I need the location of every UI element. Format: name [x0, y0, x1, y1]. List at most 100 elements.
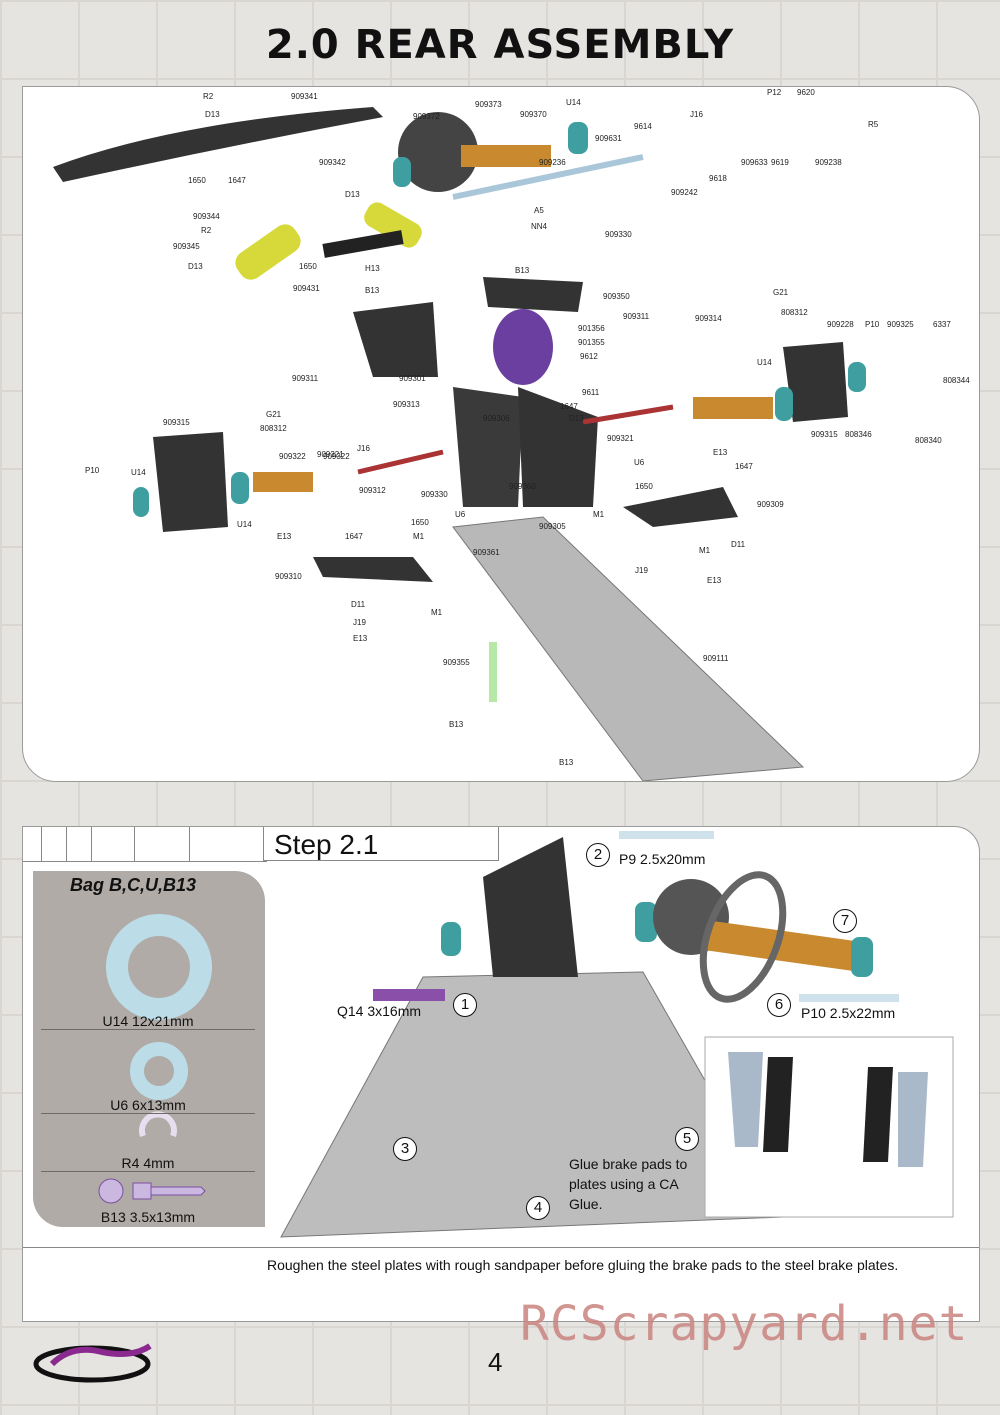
- bulkhead-part: [483, 837, 578, 977]
- e-clip-r4-icon: [139, 1111, 177, 1138]
- part-label: 909236: [539, 158, 566, 167]
- drive-cup-right-part: [693, 397, 773, 419]
- part-label: M1: [413, 532, 425, 541]
- part-label: NN4: [531, 222, 548, 231]
- step-number-7: 7: [833, 909, 857, 933]
- part-label: B13: [365, 286, 380, 295]
- part-label: 909361: [473, 548, 500, 557]
- brand-logo: [33, 1343, 152, 1383]
- hub-carrier-left-part: [153, 432, 228, 532]
- part-label: 909315: [811, 430, 838, 439]
- logo-swoosh-icon: [49, 1343, 152, 1367]
- bearing-part: [568, 122, 588, 154]
- part-label: B13: [449, 720, 464, 729]
- instruction-note: Roughen the steel plates with rough sand…: [267, 1257, 899, 1273]
- bag-parts-drawings: [98, 914, 212, 1204]
- diff-tube-part: [461, 145, 551, 167]
- tab-divider: [23, 827, 42, 862]
- page-title: 2.0 REAR ASSEMBLY: [265, 22, 735, 68]
- pin-q14-part: [373, 989, 445, 1001]
- part-label: A5: [534, 206, 544, 215]
- lower-arm-left-part: [313, 557, 433, 582]
- part-label: 909310: [275, 572, 302, 581]
- part-label: 1650: [188, 176, 206, 185]
- part-label: 1650: [635, 482, 653, 491]
- pin-p9-part: [619, 831, 714, 839]
- callout-p9: P9 2.5x20mm: [619, 851, 706, 867]
- shock-part: [235, 224, 301, 280]
- watermark: RCScrapyard.net: [520, 1296, 969, 1352]
- brake-plate-part: [898, 1072, 928, 1167]
- part-label: 909631: [595, 134, 622, 143]
- bearing-part: [848, 362, 866, 392]
- part-label: 9611: [582, 388, 600, 397]
- screw-b13-icon: [132, 1182, 206, 1200]
- part-label: 909330: [421, 490, 448, 499]
- shock-part: [364, 202, 422, 248]
- note-divider: [23, 1247, 979, 1248]
- step-number-1: 1: [453, 993, 477, 1017]
- part-label: J16: [690, 110, 703, 119]
- tab-divider: [135, 827, 190, 862]
- part-label: 9612: [580, 352, 598, 361]
- part-label: 808340: [915, 436, 942, 445]
- pin-p10-part: [799, 994, 899, 1002]
- part-label: 909372: [413, 112, 440, 121]
- part-label: 1650: [411, 518, 429, 527]
- part-label: E13: [713, 448, 728, 457]
- part-label: 909342: [319, 158, 346, 167]
- turnbuckle-part: [582, 404, 674, 425]
- bearing-part: [133, 487, 149, 517]
- drive-cup-left-part: [253, 472, 313, 492]
- part-label: 901355: [578, 338, 605, 347]
- part-label: U14: [757, 358, 772, 367]
- parts-bag-panel: Bag B,C,U,B13 U14 12x21mm U6 6x13mm R4 4…: [33, 871, 265, 1227]
- step-number-5: 5: [675, 1127, 699, 1151]
- part-label: 909322: [279, 452, 306, 461]
- part-label: G21: [773, 288, 789, 297]
- tab-divider: [92, 827, 135, 862]
- part-label: J19: [635, 566, 648, 575]
- tab-divider: [42, 827, 67, 862]
- part-label: 909360: [509, 482, 536, 491]
- brace-part: [489, 642, 497, 702]
- part-label: J16: [357, 444, 370, 453]
- part-label: R2: [203, 92, 214, 101]
- step-number-2: 2: [586, 843, 610, 867]
- part-label: U14: [566, 98, 581, 107]
- part-label: B13: [559, 758, 574, 767]
- part-label: 909431: [293, 284, 320, 293]
- part-label: 909309: [757, 500, 784, 509]
- part-label: E13: [277, 532, 292, 541]
- part-label: 909370: [520, 110, 547, 119]
- part-label: 909321: [607, 434, 634, 443]
- part-label: 909314: [695, 314, 722, 323]
- part-label: 9618: [709, 174, 727, 183]
- bag-item-r4: R4 4mm: [41, 1155, 255, 1172]
- lower-arm-right-part: [623, 487, 738, 527]
- part-label: G21: [266, 410, 282, 419]
- gearbox-right-part: [518, 387, 598, 507]
- bearing-part: [635, 902, 657, 942]
- part-label: E13: [353, 634, 368, 643]
- turnbuckle-part: [357, 449, 444, 475]
- step-diagram: [280, 831, 954, 1238]
- part-label: 9614: [634, 122, 652, 131]
- part-label: 1647: [345, 532, 363, 541]
- part-label: 909311: [623, 312, 650, 321]
- part-label: M1: [593, 510, 605, 519]
- part-label: 909305: [539, 522, 566, 531]
- part-label: E13: [707, 576, 722, 585]
- part-label: 909350: [603, 292, 630, 301]
- part-label: M1: [431, 608, 443, 617]
- brake-pad-part: [763, 1057, 793, 1152]
- bearing-part: [441, 922, 461, 956]
- shock-link-part: [322, 230, 404, 258]
- part-label: D11: [731, 540, 746, 549]
- part-label: 901356: [578, 324, 605, 333]
- step-number-6: 6: [767, 993, 791, 1017]
- part-label: D13: [345, 190, 360, 199]
